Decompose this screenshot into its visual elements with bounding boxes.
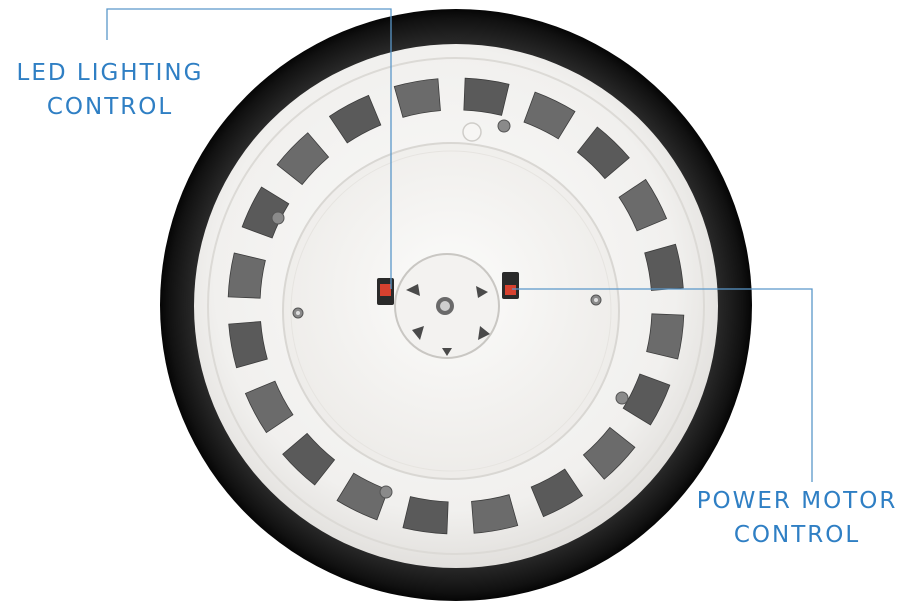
axle-holes <box>406 284 490 356</box>
vent-slot <box>228 321 268 369</box>
vent-slot <box>622 373 671 426</box>
vent-slot <box>282 432 336 486</box>
vent-slot <box>241 186 290 239</box>
top-notch <box>462 122 482 142</box>
screws <box>271 119 629 499</box>
vent-slot <box>618 178 668 232</box>
led-label-line2: CONTROL <box>46 94 174 120</box>
vent-slot <box>523 91 576 140</box>
vent-slot <box>576 126 630 180</box>
vent-slot <box>244 380 294 434</box>
led-switch-icon <box>377 278 394 305</box>
vent-slot <box>402 496 449 535</box>
vent-slot <box>393 78 441 118</box>
vent-slots <box>227 77 685 535</box>
callout-lines <box>106 8 813 482</box>
vent-slot <box>530 468 584 518</box>
vent-slot <box>582 426 636 480</box>
vent-slot <box>276 132 330 186</box>
led-label-line1: LED LIGHTING <box>16 60 204 86</box>
led-lighting-control-label: LED LIGHTING CONTROL <box>4 56 216 124</box>
power-label-line2: CONTROL <box>733 522 861 548</box>
led-callout-line <box>106 8 392 289</box>
vent-slot <box>646 313 685 360</box>
hub-outer-rim <box>207 57 705 555</box>
motor-callout-line <box>512 288 813 482</box>
face-plate-inner-ring <box>290 150 612 472</box>
vent-slot <box>463 77 510 116</box>
power-label-line1: POWER MOTOR <box>696 488 898 514</box>
vent-slot <box>644 243 684 291</box>
vent-slot <box>471 494 519 534</box>
vent-slot <box>227 252 266 299</box>
motor-switch-icon <box>502 272 519 299</box>
power-motor-control-label: POWER MOTOR CONTROL <box>684 484 910 552</box>
vent-slot <box>328 94 382 144</box>
